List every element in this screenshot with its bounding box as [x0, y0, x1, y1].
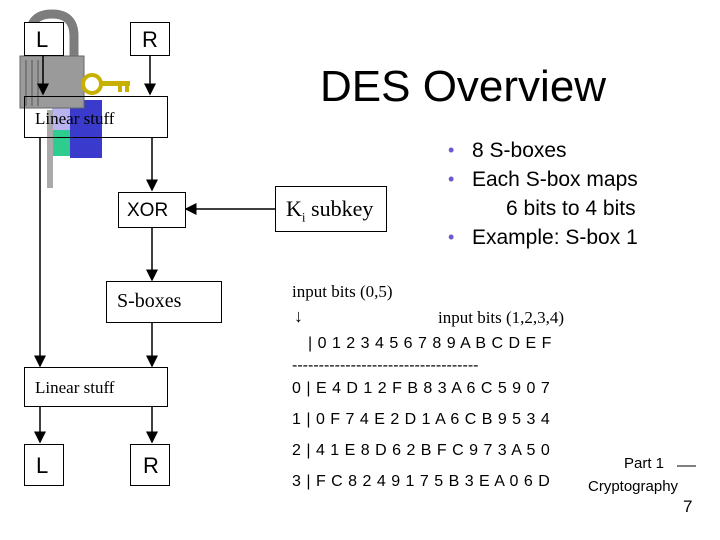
linear-stuff-top-box: Linear stuff [24, 96, 168, 138]
subkey-suffix: subkey [305, 196, 374, 221]
top-left-box: L [24, 22, 64, 56]
bullet-item: • 8 S-boxes [448, 136, 638, 165]
page-number: 7 [683, 497, 693, 516]
bullet-dot: • [448, 140, 455, 160]
bullet-text: 8 S-boxes [472, 139, 567, 162]
subkey-k: K [286, 196, 302, 221]
footer-cryptography: Cryptography [588, 478, 679, 495]
sbox-row: 1 | 0 F 7 4 E 2 D 1 A 6 C B 9 5 3 4 [292, 411, 551, 428]
sbox-row: 0 | E 4 D 1 2 F B 8 3 A 6 C 5 9 0 7 [292, 380, 551, 397]
sbox-header: | 0 1 2 3 4 5 6 7 8 9 A B C D E F [308, 335, 552, 352]
linear-stuff-bottom-box: Linear stuff [24, 367, 168, 407]
key-icon [81, 73, 130, 95]
bullet-dot: • [448, 169, 455, 189]
bottom-right-label: R [143, 453, 159, 478]
xor-label: XOR [127, 200, 169, 221]
deco-gray-bar [47, 110, 53, 188]
sbox-row: 3 | F C 8 2 4 9 1 7 5 B 3 E A 0 6 D [292, 473, 551, 490]
xor-box: XOR [118, 192, 186, 228]
bullet-dot: • [448, 227, 455, 247]
down-arrow: ↓ [294, 306, 303, 326]
deco-green-square [52, 130, 72, 156]
deco-blue-square [70, 100, 102, 158]
bullet-text: Example: S-box 1 [472, 226, 638, 249]
bullet-continuation: 6 bits to 4 bits [506, 197, 636, 220]
sboxes-label: S-boxes [117, 290, 182, 312]
top-right-box: R [130, 22, 170, 56]
top-left-label: L [36, 27, 49, 52]
top-right-label: R [142, 27, 158, 52]
slide-title: DES Overview [320, 62, 607, 111]
sbox-table: | 0 1 2 3 4 5 6 7 8 9 A B C D E F ------… [292, 328, 552, 497]
input-bits-outer: input bits (0,5) [292, 282, 393, 301]
footer-part: Part 1 [624, 455, 665, 472]
sboxes-box: S-boxes [106, 281, 222, 323]
bullet-item: • Each S-box maps 6 bits to 4 bits [448, 165, 638, 223]
bottom-left-label: L [36, 453, 49, 478]
bottom-left-box: L [24, 444, 64, 486]
bottom-right-box: R [130, 444, 170, 486]
subkey-label: Ki subkey [286, 196, 373, 225]
sbox-row: 2 | 4 1 E 8 D 6 2 B F C 9 7 3 A 5 0 [292, 442, 551, 459]
bullet-item: • Example: S-box 1 [448, 223, 638, 252]
linear-stuff-bottom-label: Linear stuff [35, 378, 115, 397]
linear-stuff-top-label: Linear stuff [35, 109, 115, 128]
sbox-separator: ----------------------------------- [292, 357, 479, 374]
subkey-index: i [301, 209, 306, 225]
bullet-list: • 8 S-boxes • Each S-box maps 6 bits to 4 b… [448, 136, 638, 252]
subkey-box: Ki subkey [275, 186, 387, 232]
bullet-text: Each S-box maps [472, 168, 638, 191]
padlock-key-logo [19, 9, 130, 188]
input-bits-inner: input bits (1,2,3,4) [438, 308, 565, 327]
